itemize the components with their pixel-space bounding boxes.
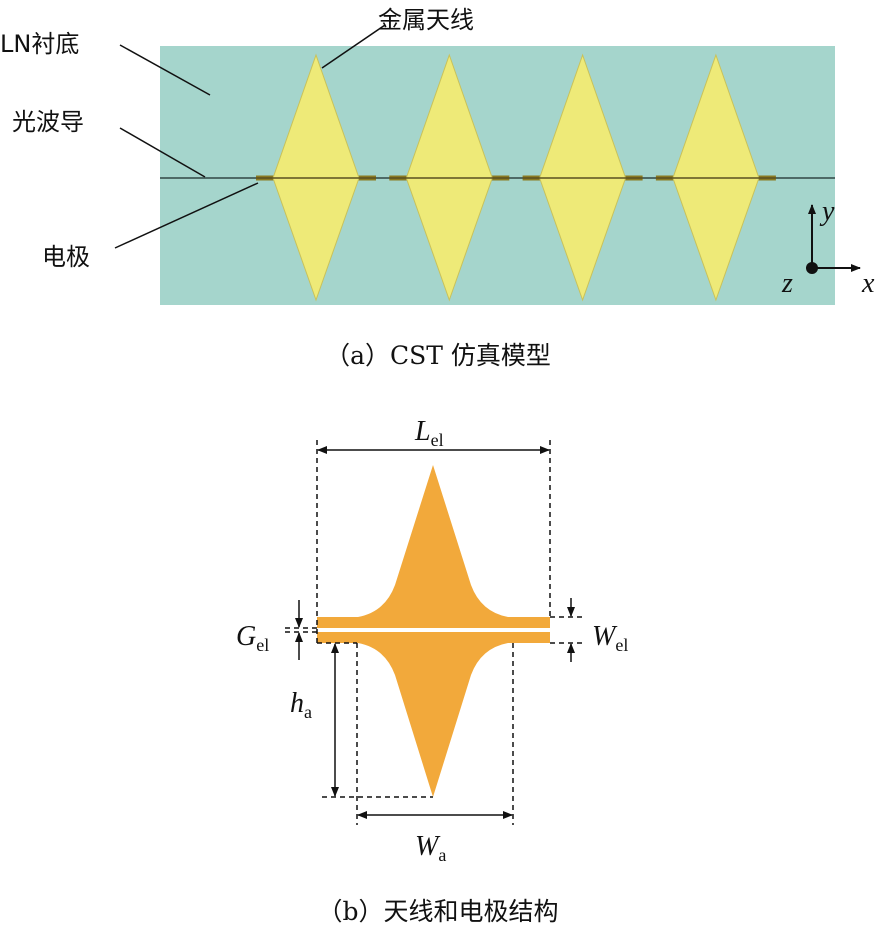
axis-z-label: z xyxy=(781,268,793,299)
dim-gap-el: Gel xyxy=(236,621,269,655)
label-substrate: LN衬底 xyxy=(0,30,79,58)
label-waveguide: 光波导 xyxy=(12,108,84,136)
antenna-lower-half xyxy=(317,632,550,797)
panel-a-cst-model: LN衬底 光波导 电极 金属天线 y x z （a）CST 仿真模型 xyxy=(0,6,875,370)
dim-width-a: Wa xyxy=(415,831,446,865)
waveguide-leader xyxy=(119,127,206,178)
antenna-array xyxy=(256,53,776,302)
label-electrode: 电极 xyxy=(42,243,90,271)
antenna-leader xyxy=(321,24,386,69)
antenna-upper-half xyxy=(317,465,550,628)
substrate-leader xyxy=(119,44,211,96)
caption-a: （a）CST 仿真模型 xyxy=(325,341,551,370)
electrode-leader xyxy=(114,182,259,249)
caption-b: （b）天线和电极结构 xyxy=(317,897,558,926)
dimension-arrows xyxy=(295,446,575,819)
axis-y-label: y xyxy=(819,196,835,227)
label-antenna: 金属天线 xyxy=(378,6,474,34)
axis-x-label: x xyxy=(861,268,875,299)
panel-b-antenna-structure: Lel Gel Wel ha Wa （b）天线和电极结构 xyxy=(236,416,628,926)
dim-height-a: ha xyxy=(290,688,312,722)
dim-length-el: Lel xyxy=(414,416,444,450)
dim-width-el: Wel xyxy=(592,621,628,655)
coordinate-axes: y x z xyxy=(781,196,875,299)
